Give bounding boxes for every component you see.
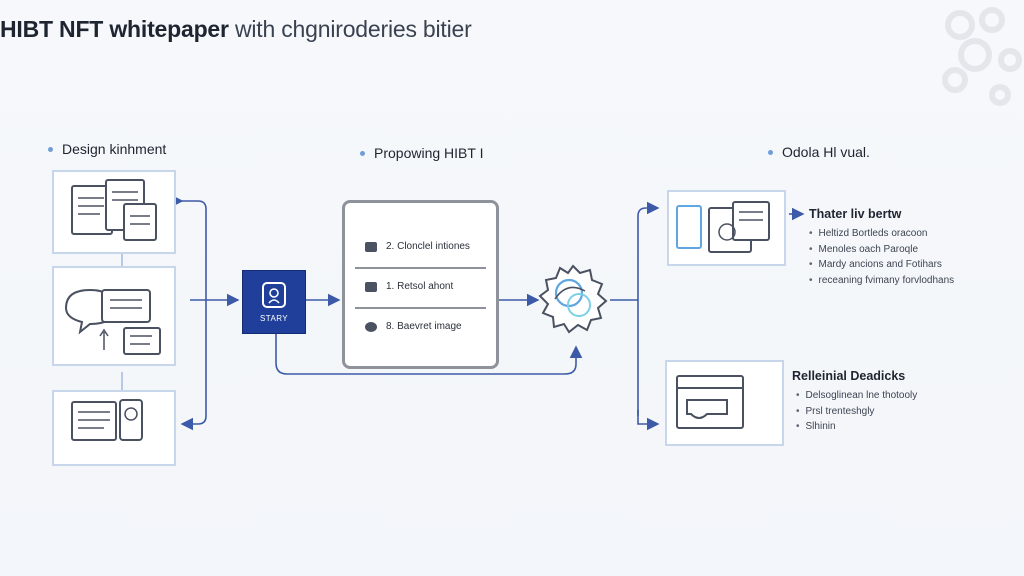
step-label: 1. Retsol ahont — [386, 281, 454, 292]
output-bullet: receaning fvimany forvlodhans — [809, 273, 955, 289]
step-divider — [355, 307, 486, 309]
output-bullets: Delsoglinean lne thotooly Prsl trenteshg… — [792, 388, 918, 435]
column-heading-middle-text: Propowing HIBT I — [374, 145, 484, 161]
start-button-label: STARY — [260, 314, 288, 323]
step-icon — [365, 321, 377, 332]
start-icon — [262, 282, 286, 308]
column-heading-right: Odola Hl vual. — [768, 144, 870, 160]
column-heading-right-text: Odola Hl vual. — [782, 144, 870, 160]
step-item[interactable]: 2. Clonclel intiones — [365, 241, 470, 252]
bullet-dot — [48, 146, 53, 152]
design-card-1[interactable] — [52, 170, 176, 254]
tablet-document-icon — [71, 399, 143, 441]
column-heading-left: Design kinhment — [48, 141, 166, 157]
output-bullets: Heltizd Bortleds oracoon Menoles oach Pa… — [809, 226, 955, 289]
title-main: HIBT NFT whitepaper — [0, 16, 229, 42]
decorative-pattern — [942, 7, 1022, 106]
output-block-2: Relleinial Deadicks Delsoglinean lne tho… — [792, 369, 917, 435]
steps-panel: 2. Clonclel intiones 1. Retsol ahont 8. … — [342, 200, 499, 369]
document-stack-icon — [676, 201, 770, 253]
step-label: 8. Baevret image — [386, 321, 462, 332]
output-bullet: Slhinin — [796, 419, 917, 435]
step-label: 2. Clonclel intiones — [386, 241, 470, 252]
step-divider — [355, 267, 486, 269]
output-bullet: Delsoglinean lne thotooly — [796, 388, 918, 404]
chat-document-icon — [64, 288, 161, 355]
step-icon — [365, 241, 377, 252]
column-heading-left-text: Design kinhment — [62, 141, 167, 157]
bullet-dot — [768, 149, 773, 155]
output-heading: Thater liv bertw — [809, 207, 902, 221]
document-stack-icon — [71, 179, 157, 241]
output-bullet: Heltizd Bortleds oracoon — [809, 226, 954, 242]
design-card-3[interactable] — [52, 390, 176, 466]
step-icon — [365, 281, 377, 292]
output-bullet: Prsl trenteshgly — [796, 404, 917, 420]
title-sub: with chgniroderies bitier — [234, 16, 472, 42]
output-card-2[interactable] — [665, 360, 784, 446]
output-heading: Relleinial Deadicks — [792, 369, 906, 383]
step-item[interactable]: 1. Retsol ahont — [365, 281, 453, 292]
design-card-2[interactable] — [52, 266, 176, 366]
page-title: HIBT NFT whitepaper with chgniroderies b… — [0, 16, 472, 43]
output-bullet: Menoles oach Paroqle — [809, 242, 954, 258]
start-button[interactable]: STARY — [242, 270, 306, 334]
step-item[interactable]: 8. Baevret image — [365, 321, 462, 332]
window-icon — [676, 375, 744, 429]
output-block-1: Thater liv bertw Heltizd Bortleds oracoo… — [809, 207, 954, 288]
bullet-dot — [360, 150, 365, 156]
output-bullet: Mardy ancions and Fotihars — [809, 257, 954, 273]
output-card-1[interactable] — [667, 190, 786, 266]
gear-icon — [538, 264, 608, 334]
column-heading-middle: Propowing HIBT I — [360, 145, 483, 161]
